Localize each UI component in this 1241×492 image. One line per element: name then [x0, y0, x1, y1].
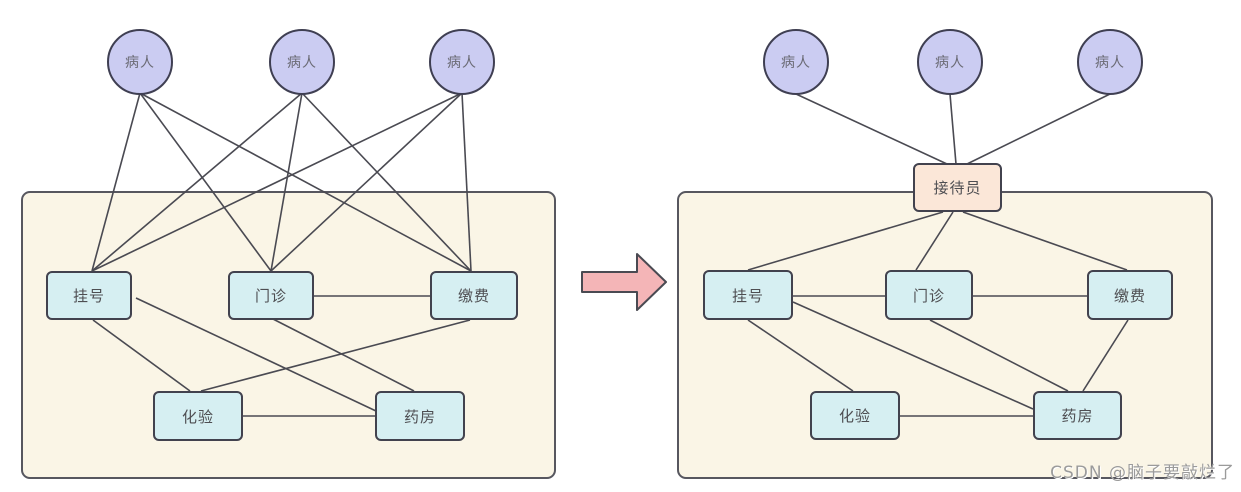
edge-payment-pharmacy: [1082, 319, 1129, 392]
node-label: 门诊: [912, 286, 945, 305]
transform-arrow: [581, 253, 667, 311]
node-label: 病人: [447, 55, 477, 71]
watermark: CSDN @脑子要敲烂了: [1050, 463, 1235, 483]
after-registration-box: 挂号: [703, 270, 793, 320]
node-label: 门诊: [254, 287, 287, 305]
edge-patient-1-registration: [91, 92, 141, 272]
after-patient-3-circle: 病人: [1077, 29, 1143, 95]
node-label: 药房: [403, 407, 436, 426]
node-label: 接待员: [933, 179, 982, 197]
node-label: 化验: [838, 407, 871, 425]
edge-payment-lab: [200, 319, 471, 392]
before-outpatient-box: 门诊: [228, 271, 314, 320]
edge-receptionist-payment: [962, 211, 1128, 271]
before-pharmacy-box: 药房: [375, 391, 465, 441]
node-label: 病人: [781, 55, 811, 71]
edge-patient-3-registration: [91, 92, 463, 272]
system-boundary-after: [677, 191, 1213, 479]
edge-registration-pharmacy: [792, 301, 1034, 410]
edge-patient-1-payment: [139, 92, 472, 272]
node-label: 药房: [1061, 407, 1094, 425]
node-label: 病人: [287, 55, 317, 71]
edge-receptionist-registration: [747, 211, 944, 271]
before-patient-2-circle: 病人: [269, 29, 335, 95]
node-label: 缴费: [457, 287, 490, 305]
node-label: 缴费: [1113, 286, 1146, 305]
after-outpatient-box: 门诊: [885, 270, 973, 320]
before-registration-box: 挂号: [46, 271, 132, 320]
node-label: 挂号: [731, 286, 764, 305]
edge-patient-2-receptionist: [949, 93, 957, 165]
edge-registration-lab: [92, 319, 191, 392]
after-patient-1-circle: 病人: [763, 29, 829, 95]
edge-registration-lab: [747, 319, 854, 392]
node-label: 挂号: [72, 287, 105, 305]
edge-patient-3-receptionist: [966, 93, 1111, 165]
before-patient-1-circle: 病人: [107, 29, 173, 95]
before-lab-box: 化验: [153, 391, 243, 441]
edge-patient-1-receptionist: [795, 93, 948, 165]
before-patient-3-circle: 病人: [429, 29, 495, 95]
node-label: 病人: [125, 55, 155, 71]
edge-receptionist-outpatient: [915, 211, 954, 271]
after-lab-box: 化验: [810, 391, 900, 440]
after-receptionist-box: 接待员: [913, 163, 1002, 212]
node-label: 病人: [1095, 55, 1125, 71]
edge-patient-3-outpatient: [270, 92, 463, 272]
edge-patient-3-payment: [461, 92, 472, 272]
node-label: 病人: [935, 55, 965, 71]
edge-patient-2-outpatient: [270, 92, 303, 272]
edge-outpatient-pharmacy: [929, 319, 1069, 392]
edge-patient-2-payment: [301, 92, 472, 272]
edge-patient-2-registration: [91, 92, 303, 272]
after-patient-2-circle: 病人: [917, 29, 983, 95]
edge-registration-pharmacy: [135, 297, 377, 412]
node-label: 化验: [181, 407, 214, 426]
before-payment-box: 缴费: [430, 271, 518, 320]
after-payment-box: 缴费: [1087, 270, 1173, 320]
edge-outpatient-pharmacy: [272, 318, 415, 392]
edge-patient-1-outpatient: [139, 92, 272, 272]
after-pharmacy-box: 药房: [1033, 391, 1122, 440]
